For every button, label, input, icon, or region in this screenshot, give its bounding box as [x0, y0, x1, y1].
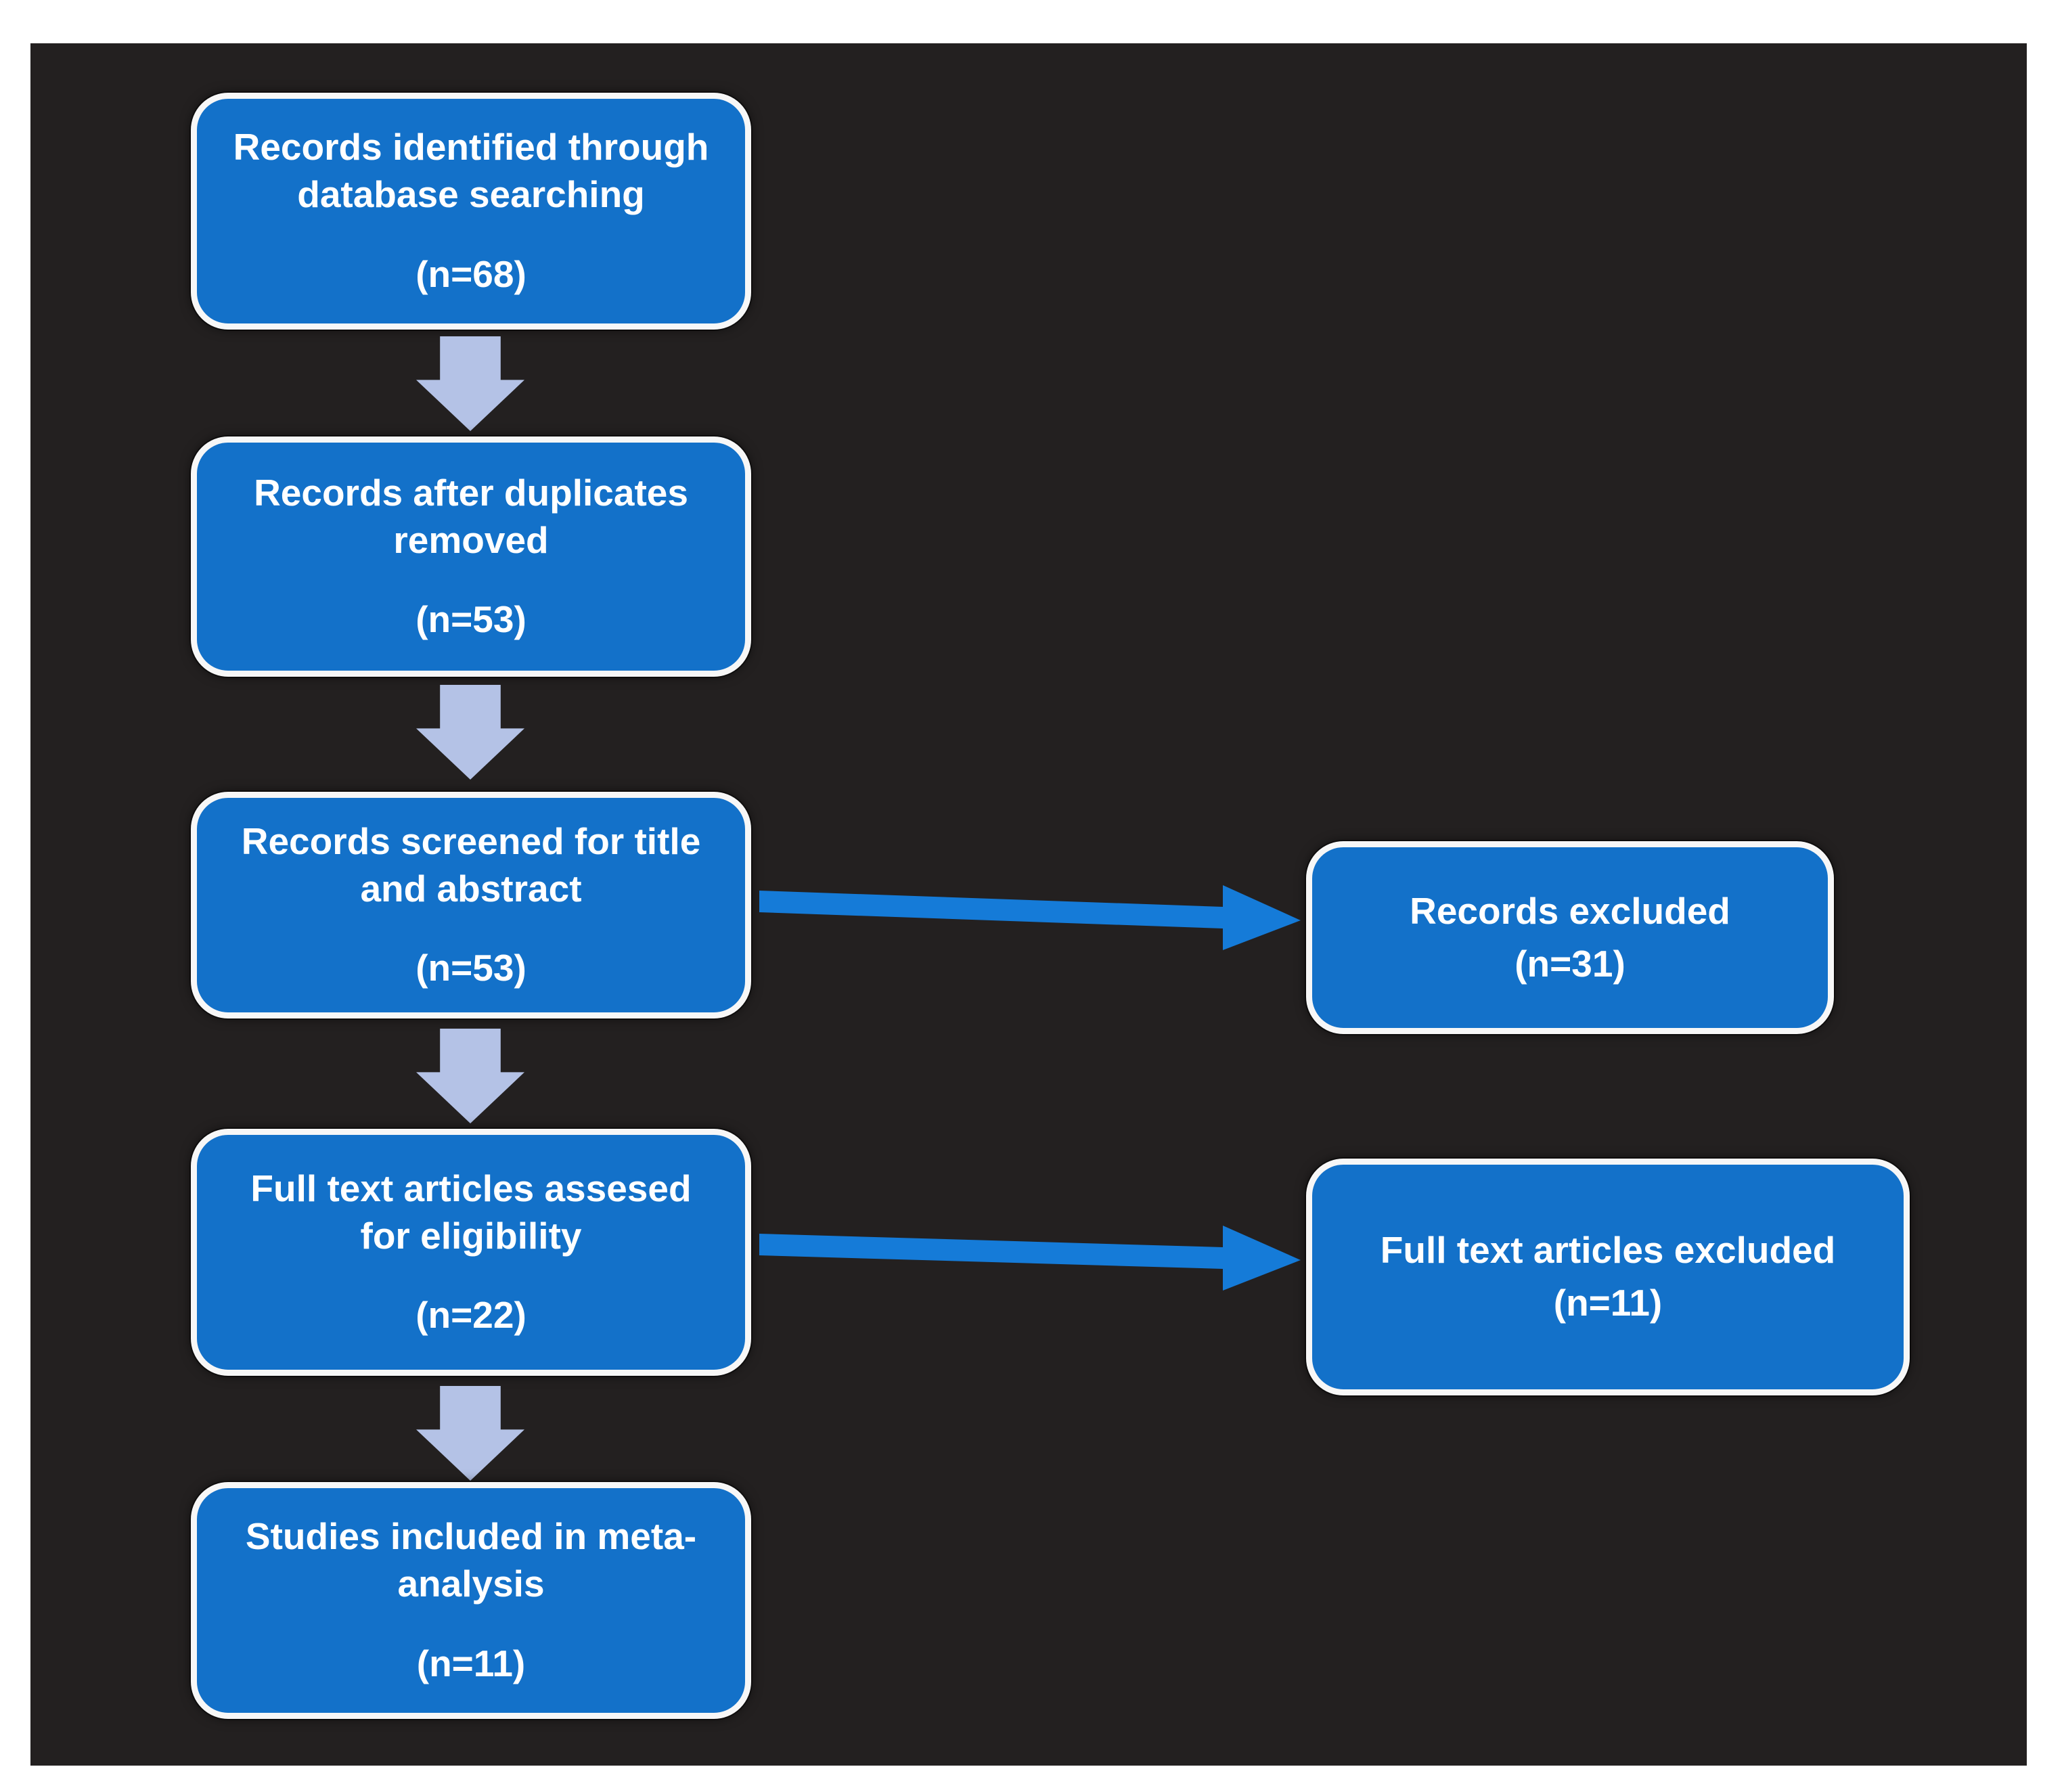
node-records-identified: Records identified through database sear… [191, 93, 751, 330]
node-count: (n=11) [1553, 1282, 1663, 1324]
node-label: Full text articles excluded [1380, 1229, 1836, 1272]
down-arrow-icon [416, 1029, 524, 1123]
node-count: (n=53) [416, 947, 526, 989]
node-records-excluded: Records excluded (n=31) [1306, 841, 1834, 1034]
node-count: (n=22) [416, 1294, 526, 1337]
node-label: Records screened for title and abstract [241, 820, 701, 910]
node-studies-included: Studies included in meta-analysis (n=11) [191, 1482, 751, 1719]
node-label: Records excluded [1410, 889, 1730, 932]
node-label: Studies included in meta-analysis [245, 1515, 697, 1605]
right-arrow-icon [759, 1226, 1301, 1291]
down-arrow-icon [416, 336, 524, 431]
node-duplicates-removed: Records after duplicates removed (n=53) [191, 436, 751, 677]
node-fulltext-assessed: Full text articles assesed for eligibili… [191, 1129, 751, 1376]
node-count: (n=53) [416, 598, 526, 641]
node-label: Full text articles assesed for eligibili… [250, 1167, 692, 1257]
down-arrow-icon [416, 685, 524, 780]
node-label: Records identified through database sear… [233, 126, 709, 216]
right-arrow-icon [759, 885, 1301, 950]
node-count: (n=11) [416, 1642, 526, 1684]
node-label: Records after duplicates removed [254, 471, 688, 561]
node-fulltext-excluded: Full text articles excluded (n=11) [1306, 1159, 1910, 1395]
node-count: (n=31) [1515, 942, 1625, 985]
diagram-canvas: Records identified through database sear… [30, 43, 2027, 1766]
down-arrow-icon [416, 1386, 524, 1481]
node-records-screened: Records screened for title and abstract … [191, 792, 751, 1018]
node-count: (n=68) [416, 252, 526, 295]
